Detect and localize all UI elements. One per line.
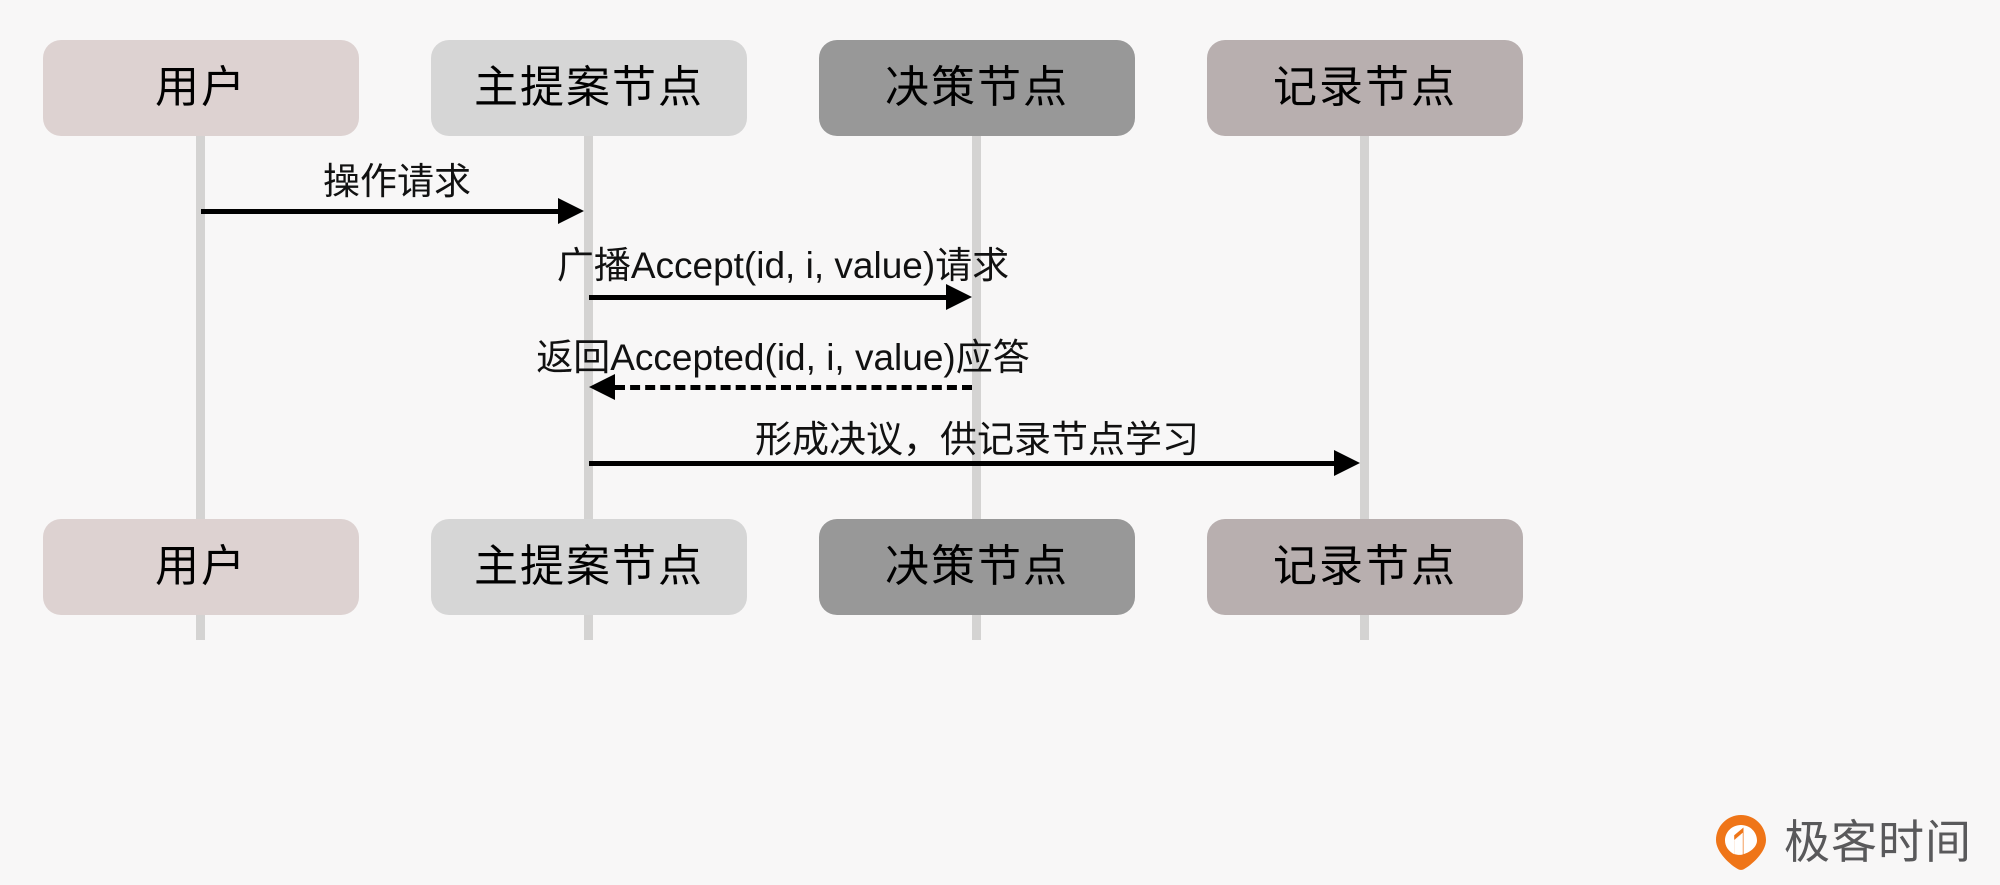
arrow-head-right-m2 bbox=[946, 284, 972, 310]
lifeline-acceptor bbox=[972, 131, 981, 640]
watermark-geektime: 极客时间 bbox=[1712, 813, 1972, 871]
participant-label-proposer: 主提案节点 bbox=[474, 63, 704, 112]
participant-footer-label-learner: 记录节点 bbox=[1273, 542, 1457, 591]
message-label-return-accepted: 返回Accepted(id, i, value)应答 bbox=[536, 337, 1030, 378]
lifeline-proposer bbox=[584, 131, 593, 640]
message-label-form-resolution: 形成决议，供记录节点学习 bbox=[755, 419, 1199, 460]
participant-label-learner: 记录节点 bbox=[1273, 63, 1457, 112]
message-label-broadcast-accept: 广播Accept(id, i, value)请求 bbox=[556, 245, 1010, 286]
arrow-head-right-m1 bbox=[558, 198, 584, 224]
message-line-m2 bbox=[589, 295, 946, 300]
lifeline-learner bbox=[1360, 131, 1369, 640]
arrow-head-right-m4 bbox=[1334, 450, 1360, 476]
participant-footer-label-proposer: 主提案节点 bbox=[474, 542, 704, 591]
participant-footer-learner[interactable]: 记录节点 bbox=[1207, 519, 1523, 615]
message-line-m4 bbox=[589, 461, 1334, 466]
message-line-m1 bbox=[201, 209, 558, 214]
lifeline-user bbox=[196, 131, 205, 640]
arrow-head-left-m3 bbox=[589, 374, 615, 400]
participant-footer-user[interactable]: 用户 bbox=[43, 519, 359, 615]
participant-footer-acceptor[interactable]: 决策节点 bbox=[819, 519, 1135, 615]
participant-label-user: 用户 bbox=[155, 63, 247, 112]
message-line-m3 bbox=[615, 385, 972, 390]
participant-header-proposer[interactable]: 主提案节点 bbox=[431, 40, 747, 136]
participant-label-acceptor: 决策节点 bbox=[885, 63, 1069, 112]
participant-header-acceptor[interactable]: 决策节点 bbox=[819, 40, 1135, 136]
geektime-pin-icon bbox=[1712, 813, 1770, 871]
participant-footer-proposer[interactable]: 主提案节点 bbox=[431, 519, 747, 615]
participant-footer-label-acceptor: 决策节点 bbox=[885, 542, 1069, 591]
participant-header-learner[interactable]: 记录节点 bbox=[1207, 40, 1523, 136]
participant-footer-label-user: 用户 bbox=[155, 542, 247, 591]
watermark-brand-text: 极客时间 bbox=[1784, 816, 1972, 868]
participant-header-user[interactable]: 用户 bbox=[43, 40, 359, 136]
message-label-operation-request: 操作请求 bbox=[323, 161, 471, 202]
